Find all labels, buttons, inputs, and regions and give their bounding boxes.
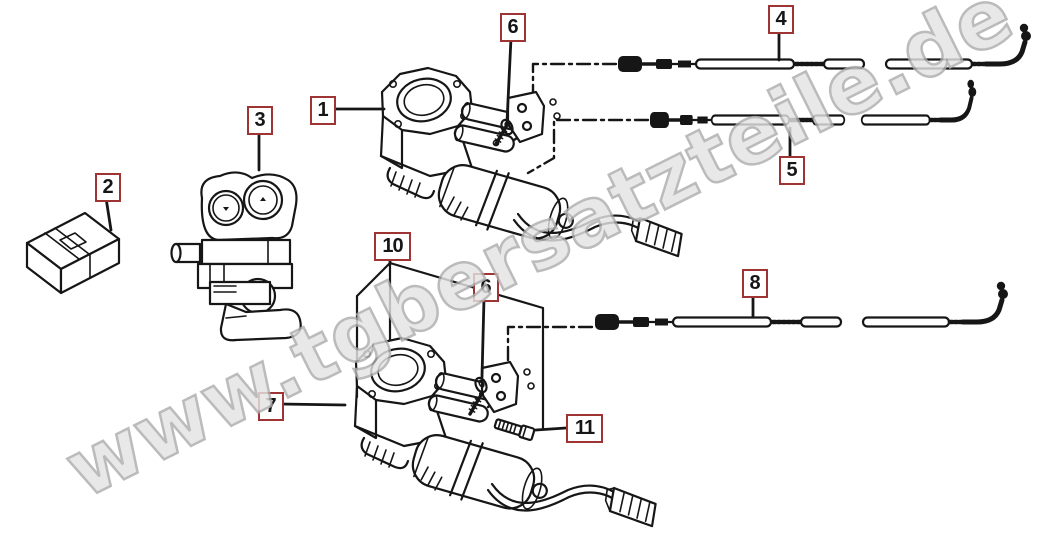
cable-5 [650,80,976,128]
callout-6-lower[interactable]: 6 [473,273,499,302]
part-2-box [25,211,121,295]
part-10-cover-outline [355,261,545,431]
part-7-actuator-assembly [353,336,665,535]
callout-4[interactable]: 4 [768,5,794,34]
cable-8 [595,282,1008,330]
part-11-bolt [493,418,536,442]
callout-7[interactable]: 7 [258,392,284,421]
part-1-actuator-assembly [379,66,691,265]
callout-3[interactable]: 3 [247,106,273,135]
cable-4 [618,24,1031,72]
callout-5[interactable]: 5 [779,156,805,185]
callout-2[interactable]: 2 [95,173,121,202]
callout-11[interactable]: 11 [566,414,603,443]
part-6-grommet-upper [492,116,516,147]
callout-6-upper[interactable]: 6 [500,13,526,42]
callout-10[interactable]: 10 [374,232,411,261]
callout-1[interactable]: 1 [310,96,336,125]
callout-8[interactable]: 8 [742,269,768,298]
part-3-valve [170,171,302,342]
